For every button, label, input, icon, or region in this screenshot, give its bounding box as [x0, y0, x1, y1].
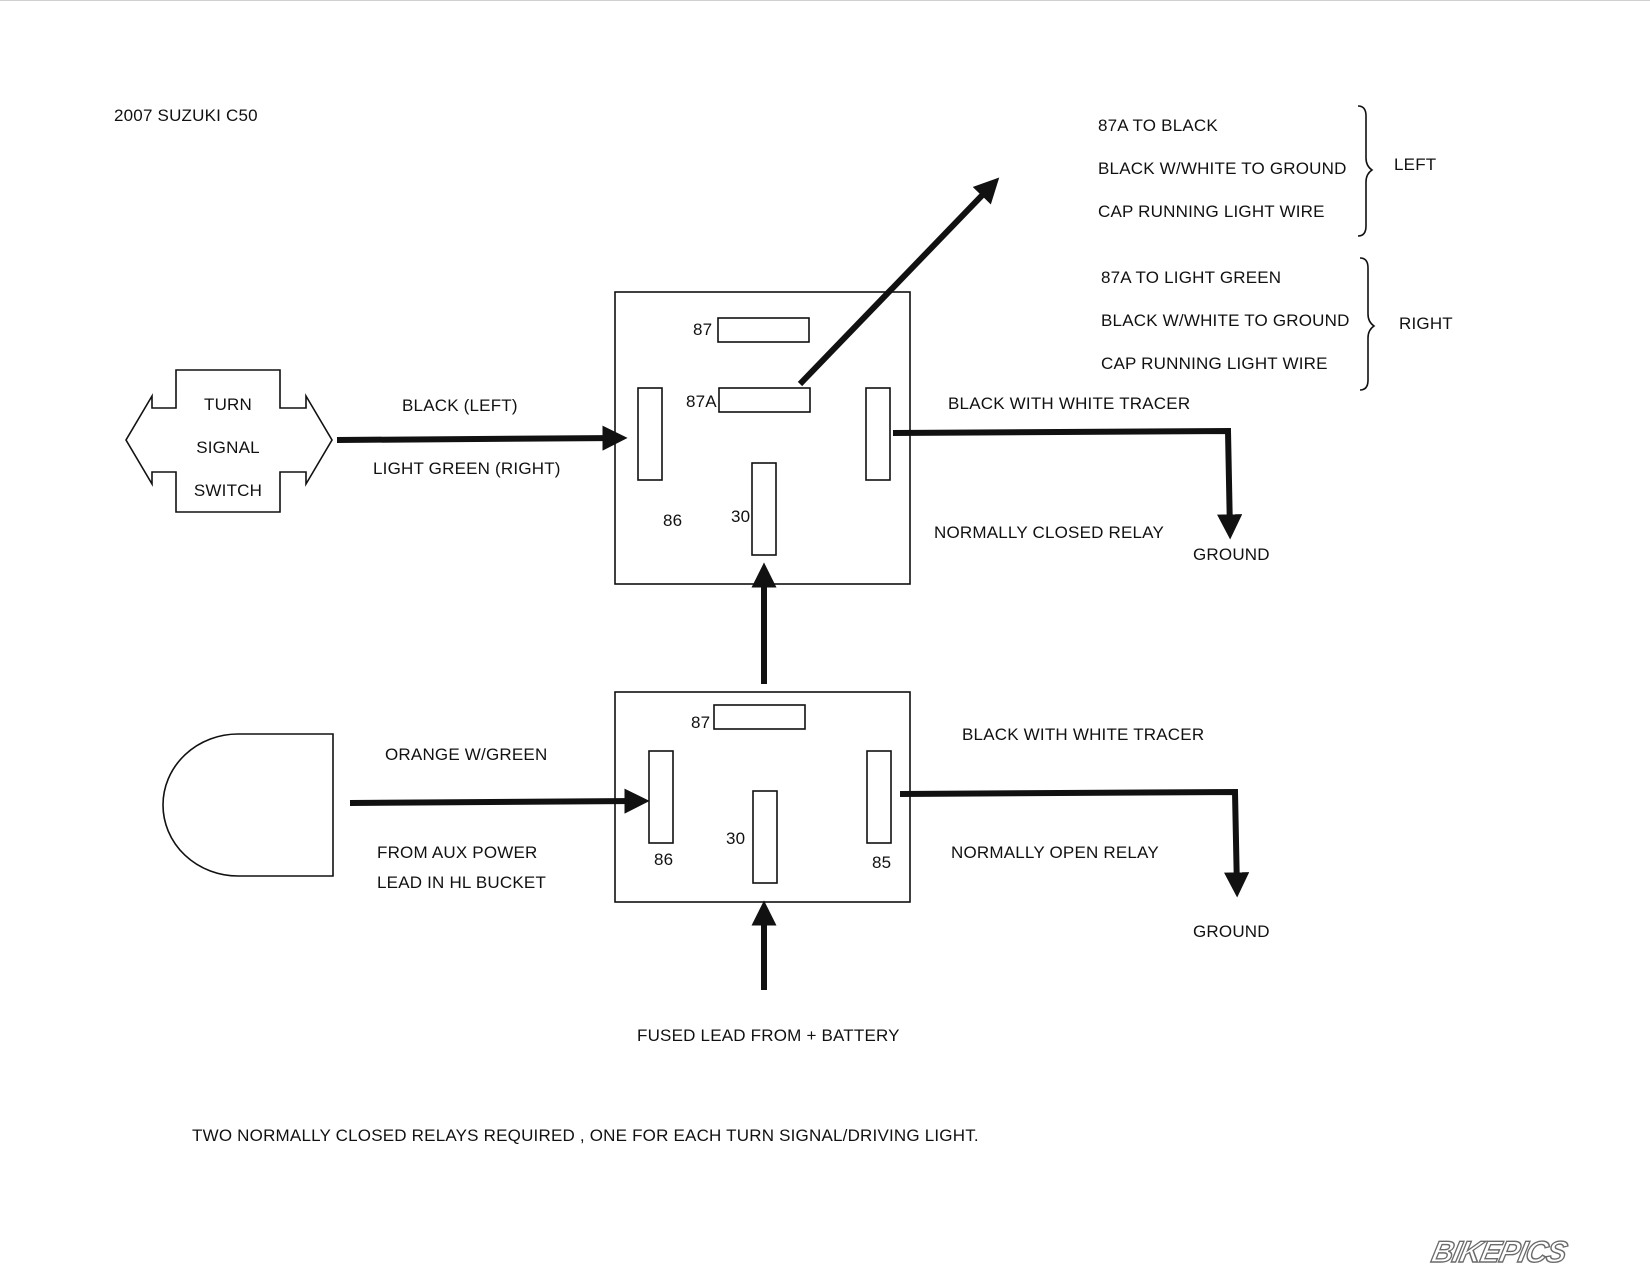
- lower-relay-pin-87: [713, 704, 806, 730]
- aux-source-label-line1: FROM AUX POWER: [377, 843, 538, 862]
- lower-relay-type-label: NORMALLY OPEN RELAY: [951, 843, 1159, 862]
- top-border-line: [0, 0, 1650, 1]
- lower-relay-pin-85-label: 85: [872, 853, 892, 872]
- switch-label-line1: TURN: [203, 395, 252, 414]
- lower-relay-pin-87-label: 87: [691, 713, 711, 732]
- footnote: TWO NORMALLY CLOSED RELAYS REQUIRED , ON…: [192, 1126, 979, 1145]
- left-note-line1: 87A TO BLACK: [1098, 116, 1218, 135]
- right-note-line2: BLACK W/WHITE TO GROUND: [1101, 311, 1350, 330]
- bikepics-watermark-logo: BIKEPICS: [1428, 1235, 1570, 1269]
- upper-ground-wire-label: BLACK WITH WHITE TRACER: [948, 394, 1191, 413]
- left-note-line3: CAP RUNNING LIGHT WIRE: [1098, 202, 1325, 221]
- upper-ground-wire: [892, 427, 1243, 540]
- right-note-line3: CAP RUNNING LIGHT WIRE: [1101, 354, 1328, 373]
- right-note-line1: 87A TO LIGHT GREEN: [1101, 268, 1282, 287]
- lower-relay-pin-30: [752, 790, 778, 884]
- lower-ground-wire-label: BLACK WITH WHITE TRACER: [962, 725, 1205, 744]
- upper-relay-pin-87-label: 87: [693, 320, 713, 339]
- turn-signal-switch-shape: [125, 369, 333, 513]
- left-group-brace: [1357, 105, 1374, 237]
- left-note-line2: BLACK W/WHITE TO GROUND: [1098, 159, 1347, 178]
- switch-label-line3: SWITCH: [193, 481, 263, 500]
- lower-relay-pin-85: [866, 750, 892, 844]
- headlight-bucket-shape: [162, 733, 334, 877]
- upper-relay-type-label: NORMALLY CLOSED RELAY: [934, 523, 1164, 542]
- upper-ground-label: GROUND: [1193, 545, 1270, 564]
- right-group-brace: [1359, 257, 1376, 391]
- right-group-label: RIGHT: [1399, 314, 1453, 333]
- upper-relay-pin-30: [751, 462, 777, 556]
- lower-ground-label: GROUND: [1193, 922, 1270, 941]
- aux-source-label-line2: LEAD IN HL BUCKET: [377, 873, 547, 892]
- switch-label-line2: SIGNAL: [196, 438, 260, 457]
- switch-to-upper-relay-wire: [336, 425, 628, 451]
- upper-relay-pin-85: [865, 387, 891, 481]
- lower-relay-pin-30-label: 30: [726, 829, 746, 848]
- upper-relay-pin-86-label: 86: [663, 511, 683, 530]
- upper-relay-pin-87a: [718, 387, 811, 413]
- upper-relay-87a-output-wire: [797, 177, 1000, 387]
- battery-lead-label: FUSED LEAD FROM + BATTERY: [637, 1026, 900, 1045]
- left-group-label: LEFT: [1394, 155, 1437, 174]
- upper-relay-pin-87a-label: 87A: [686, 392, 717, 411]
- wire-label-light-green-right: LIGHT GREEN (RIGHT): [373, 459, 561, 478]
- diagram-title: 2007 SUZUKI C50: [114, 106, 258, 125]
- lower-relay-pin-86-label: 86: [654, 850, 674, 869]
- upper-relay-pin-87: [717, 317, 810, 343]
- lower-ground-wire: [899, 788, 1250, 898]
- upper-relay-pin-30-label: 30: [731, 507, 751, 526]
- upper-relay-pin-86: [637, 387, 663, 481]
- aux-wire-label: ORANGE W/GREEN: [385, 745, 548, 764]
- aux-power-wire: [349, 788, 650, 814]
- wire-label-black-left: BLACK (LEFT): [402, 396, 518, 415]
- lower-relay-pin-86: [648, 750, 674, 844]
